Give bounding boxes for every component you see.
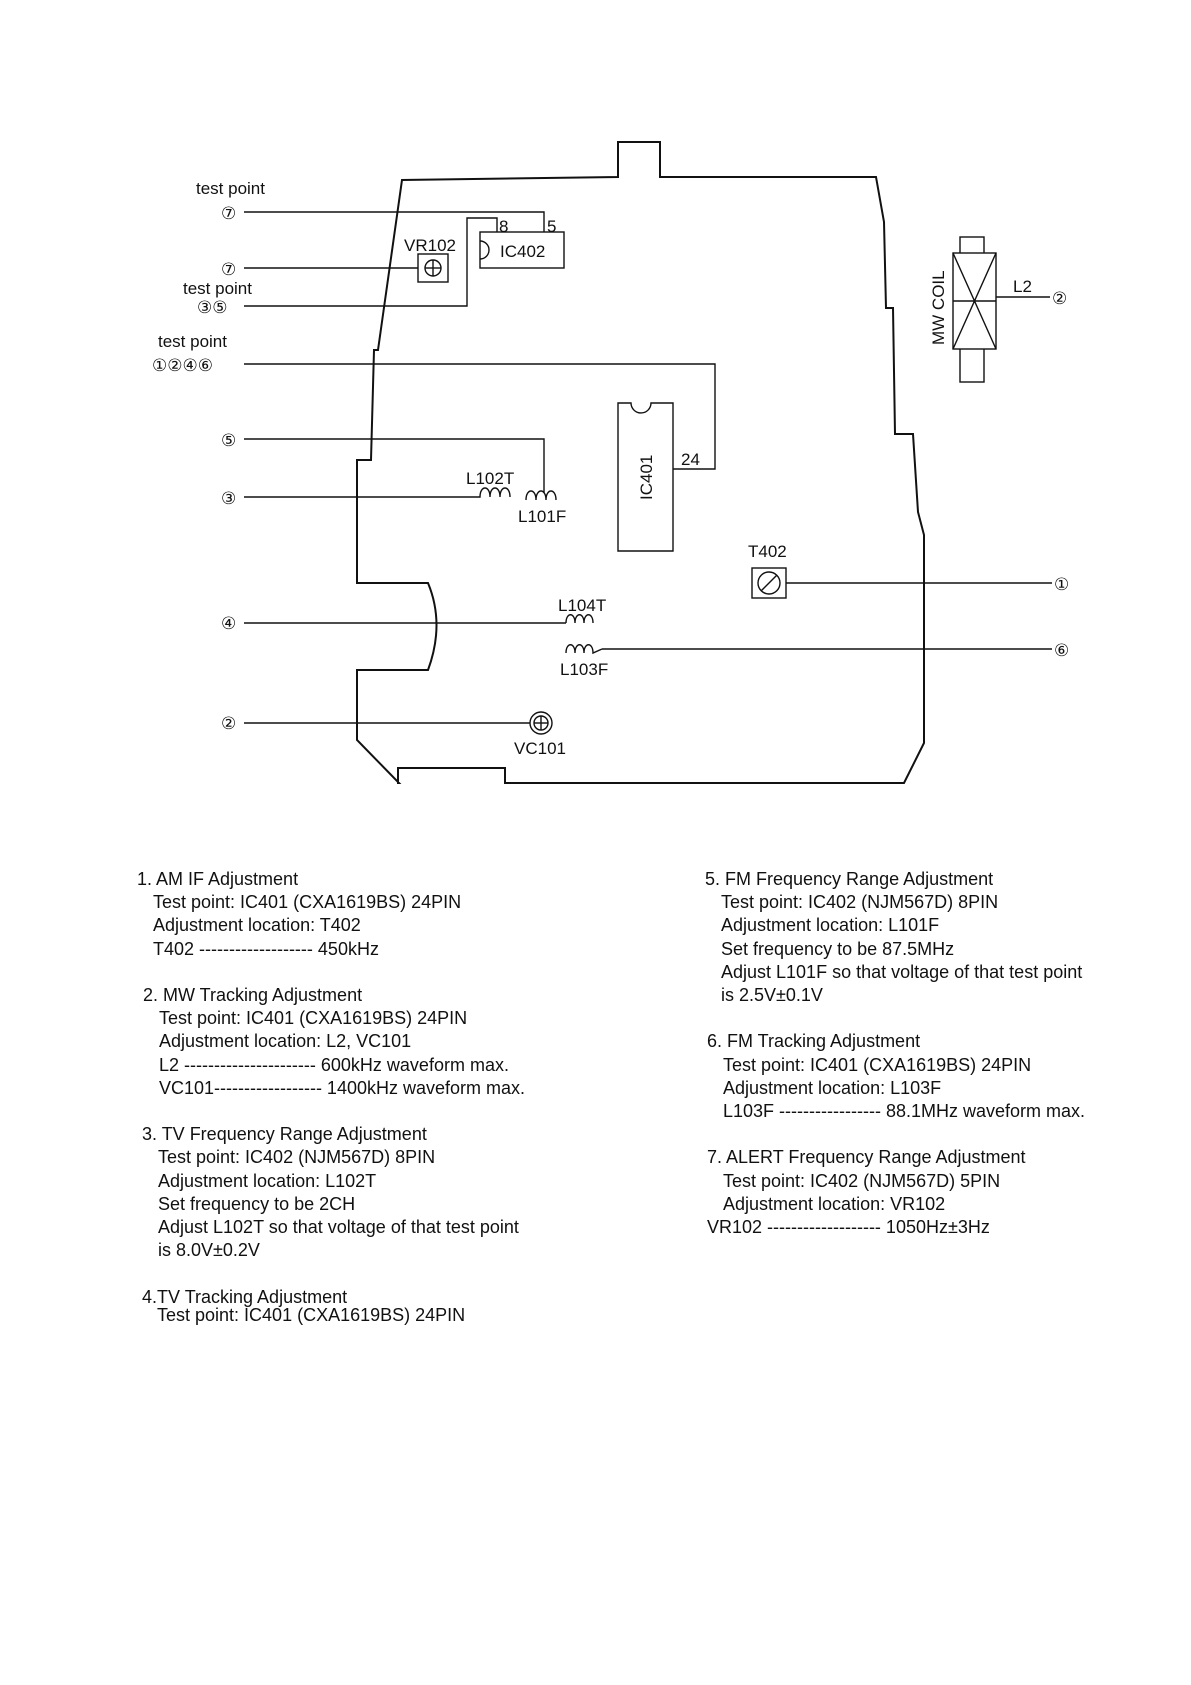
test-point-1-2-4-6: ①②④⑥ [152, 356, 213, 375]
instructions-left-column: 1. AM IF Adjustment Test point: IC401 (C… [137, 868, 607, 1332]
section-line: Adjustment location: L2, VC101 [159, 1031, 412, 1052]
test-point-3: ③ [221, 489, 236, 508]
section-line: Adjust L101F so that voltage of that tes… [721, 961, 1083, 982]
test-point-7: ⑦ [221, 260, 236, 279]
instruction-section-6: 6. FM Tracking Adjustment Test point: IC… [705, 1030, 1185, 1123]
instructions-right-column: 5. FM Frequency Range Adjustment Test po… [705, 868, 1185, 1262]
section-line: Test point: IC401 (CXA1619BS) 24PIN [159, 1008, 468, 1029]
ic402-notch [479, 240, 490, 260]
ic402-pin-5: 5 [547, 217, 556, 236]
test-point-3-5: ③⑤ [197, 298, 227, 317]
l101f-coil [525, 490, 557, 501]
instruction-section-2: 2. MW Tracking Adjustment Test point: IC… [137, 984, 607, 1100]
mw-coil-bottom-cap [959, 347, 985, 383]
l102t-label: L102T [466, 469, 514, 488]
mw-coil-label: MW COIL [929, 270, 948, 345]
test-point-6-right: ⑥ [1054, 641, 1069, 660]
section-line: Test point: IC401 (CXA1619BS) 24PIN [723, 1054, 1032, 1075]
section-line: Test point: IC402 (NJM567D) 8PIN [721, 892, 999, 913]
ic401-chip [617, 402, 674, 552]
section-line: Adjustment location: VR102 [723, 1193, 946, 1214]
t402-core [757, 571, 781, 595]
ic402-pin-8: 8 [499, 217, 508, 236]
test-point-2: ② [221, 714, 236, 733]
test-point-label: test point [158, 332, 227, 351]
instruction-section-1: 1. AM IF Adjustment Test point: IC401 (C… [137, 868, 607, 961]
instruction-section-3: 3. TV Frequency Range Adjustment Test po… [137, 1123, 607, 1262]
t402-slot [760, 574, 778, 592]
wire-tp1246-ic401-pin24 [244, 363, 716, 470]
wire-tp7-ic402-pin5 [244, 211, 545, 232]
test-point-label: test point [183, 279, 252, 298]
instruction-section-5: 5. FM Frequency Range Adjustment Test po… [705, 868, 1185, 1007]
wire-tp5-l101f [244, 438, 545, 493]
mw-coil-top-cap [959, 236, 985, 255]
vc101-label: VC101 [514, 739, 566, 758]
section-line: Adjust L102T so that voltage of that tes… [158, 1217, 519, 1238]
l102t-coil [474, 487, 511, 498]
section-line: L103F ----------------- 88.1MHz waveform… [723, 1101, 1085, 1122]
section-line: Adjustment location: L101F [721, 915, 940, 936]
wire-tp35-ic402-pin8 [244, 217, 498, 307]
section-line: Test point: IC402 (NJM567D) 8PIN [158, 1147, 436, 1168]
l101f-label: L101F [518, 507, 566, 526]
section-title: 5. FM Frequency Range Adjustment [705, 869, 994, 889]
test-point-label: test point [196, 179, 265, 198]
section-title: 1. AM IF Adjustment [137, 869, 299, 889]
circuit-board-diagram: test point test point test point ⑦ ⑦ ③⑤ … [152, 141, 1069, 784]
cut-off-line: Test point: IC401 (CXA1619BS) 24PIN [120, 1305, 720, 1326]
section-line: Adjustment location: L102T [158, 1170, 377, 1191]
l103f-coil [565, 644, 603, 655]
test-point-2-right: ② [1052, 289, 1067, 308]
test-point-7: ⑦ [221, 204, 236, 223]
l104t-label: L104T [558, 596, 606, 615]
section-line: L2 ---------------------- 600kHz wavefor… [159, 1054, 509, 1075]
section-line: Adjustment location: T402 [153, 915, 361, 936]
ic402-chip [479, 231, 565, 269]
pcb-outline [356, 141, 925, 784]
cut-off-text: Test point: IC401 (CXA1619BS) 24PIN [157, 1305, 466, 1325]
test-point-4: ④ [221, 614, 236, 633]
test-point-5: ⑤ [221, 431, 236, 450]
section-title: 4.TV Tracking Adjustment [142, 1286, 348, 1307]
instruction-section-7: 7. ALERT Frequency Range Adjustment Test… [705, 1146, 1185, 1239]
ic401-pin-24: 24 [681, 450, 700, 469]
instruction-section-4: 4.TV Tracking Adjustment [137, 1286, 607, 1309]
section-line: Set frequency to be 2CH [158, 1193, 356, 1214]
l104t-coil [565, 614, 594, 624]
section-title: 7. ALERT Frequency Range Adjustment [707, 1147, 1026, 1168]
test-point-1-right: ① [1054, 575, 1069, 594]
section-line: Set frequency to be 87.5MHz [721, 938, 955, 959]
section-line: Test point: IC401 (CXA1619BS) 24PIN [153, 892, 462, 913]
section-line: VR102 ------------------- 1050Hz±3Hz [707, 1217, 990, 1238]
l2-label: L2 [1013, 277, 1032, 296]
section-line: T402 ------------------- 450kHz [153, 938, 379, 959]
section-line: is 2.5V±0.1V [721, 985, 823, 1006]
l103f-label: L103F [560, 660, 608, 679]
section-line: Adjustment location: L103F [723, 1077, 942, 1098]
ic402-label: IC402 [500, 242, 545, 261]
vr102-label: VR102 [404, 236, 456, 255]
section-line: VC101------------------ 1400kHz waveform… [159, 1077, 526, 1098]
section-title: 2. MW Tracking Adjustment [143, 985, 363, 1005]
t402-label: T402 [748, 542, 787, 561]
section-line: is 8.0V±0.2V [158, 1240, 260, 1261]
ic401-label: IC401 [637, 455, 656, 500]
section-line: Test point: IC402 (NJM567D) 5PIN [723, 1170, 1001, 1191]
section-title: 6. FM Tracking Adjustment [707, 1031, 921, 1052]
section-title: 3. TV Frequency Range Adjustment [142, 1124, 427, 1145]
